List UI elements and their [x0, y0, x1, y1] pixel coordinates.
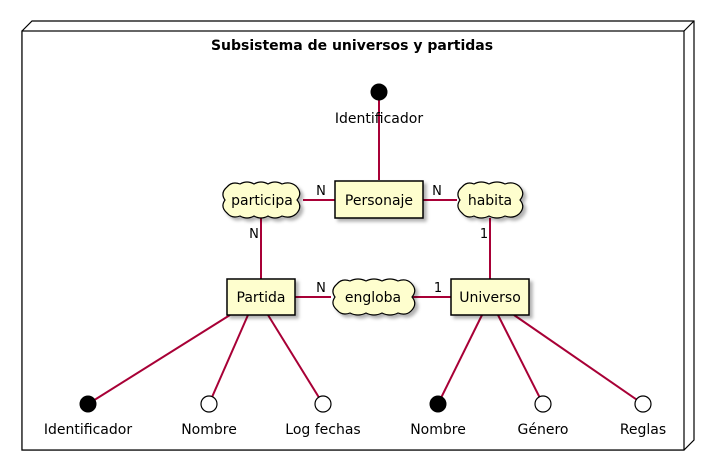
- key-attribute-icon: [429, 395, 447, 413]
- package-title: Subsistema de universos y partidas: [211, 38, 493, 54]
- edges: [87, 98, 644, 405]
- relation-engloba[interactable]: engloba: [332, 278, 416, 316]
- attribute-icon: [314, 395, 332, 413]
- relation-habita[interactable]: habita: [457, 181, 524, 219]
- attr-partida-nombre: Nombre: [181, 422, 237, 438]
- attr-partida-identificador: Identificador: [44, 422, 132, 438]
- key-attribute-icon: [79, 395, 97, 413]
- attribute-icon: [534, 395, 552, 413]
- entity-universo-label: Universo: [459, 290, 521, 306]
- attr-personaje-identificador: Identificador: [335, 111, 423, 127]
- cardinality-label: N: [432, 184, 442, 199]
- key-attribute-icon: [370, 83, 388, 101]
- attr-universo-nombre: Nombre: [410, 422, 466, 438]
- entity-personaje-label: Personaje: [345, 193, 413, 209]
- entity-universo[interactable]: Universo: [450, 278, 530, 316]
- cardinality-label: 1: [434, 281, 442, 296]
- attr-partida-log-fechas: Log fechas: [285, 422, 360, 438]
- relation-participa[interactable]: participa: [222, 181, 301, 219]
- attribute-icon: [200, 395, 218, 413]
- cardinality-label: N: [249, 227, 259, 242]
- cardinality-label: 1: [480, 227, 488, 242]
- entity-personaje[interactable]: Personaje: [334, 180, 424, 219]
- cardinality-label: N: [316, 281, 326, 296]
- relation-engloba-label: engloba: [345, 290, 401, 306]
- relation-habita-label: habita: [468, 193, 512, 209]
- entity-partida-label: Partida: [237, 290, 286, 306]
- attr-universo-reglas: Reglas: [620, 422, 666, 438]
- cardinality-label: N: [316, 184, 326, 199]
- package-node: [21, 20, 695, 451]
- attribute-icon: [634, 395, 652, 413]
- relation-participa-label: participa: [231, 193, 293, 209]
- attr-universo-genero: Género: [518, 422, 569, 438]
- entity-partida[interactable]: Partida: [226, 278, 296, 316]
